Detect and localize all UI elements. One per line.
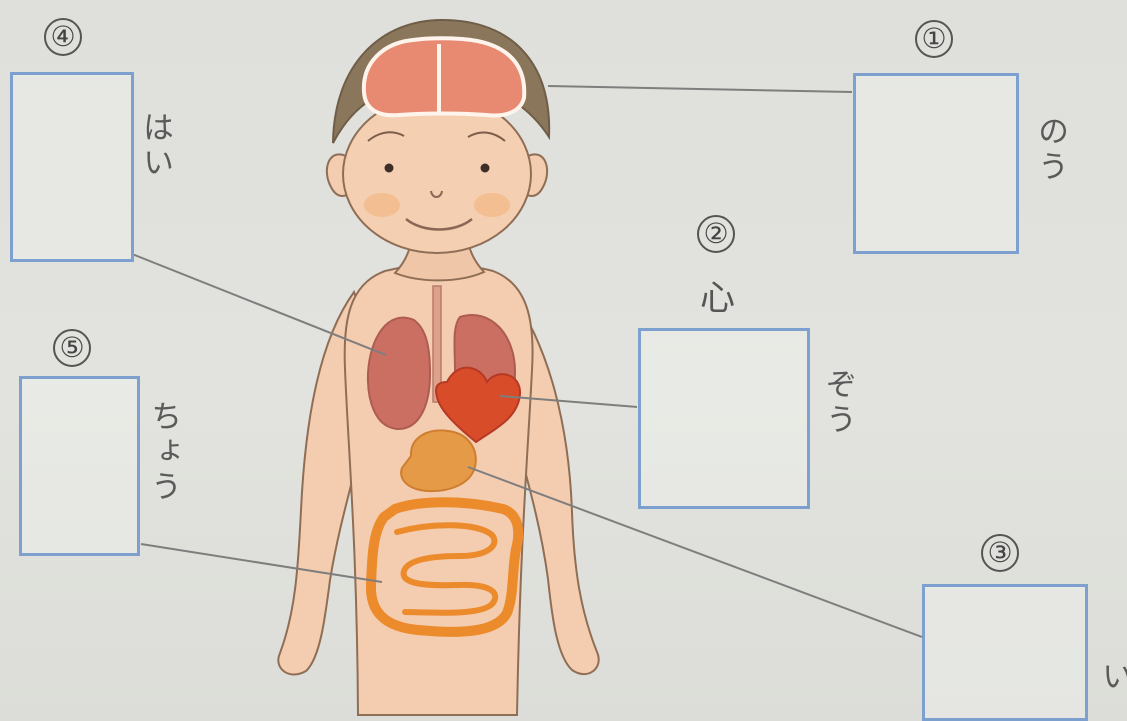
reading-3: い [1098, 660, 1127, 695]
answer-box-4[interactable] [10, 72, 134, 262]
answer-box-5[interactable] [19, 376, 140, 556]
reading-2: ぞう [822, 368, 853, 438]
brain [364, 38, 524, 115]
reading-4: はい [139, 111, 170, 181]
leader-line-brain [548, 86, 852, 92]
question-number-2: ② [697, 215, 735, 253]
reading-5: ちょう [147, 400, 178, 505]
reading-1: のう [1034, 115, 1065, 185]
child-figure [278, 20, 598, 715]
question-number-5: ⑤ [53, 329, 91, 367]
answer-box-1[interactable] [853, 73, 1019, 254]
left-eye [385, 164, 394, 173]
right-eye [481, 164, 490, 173]
left-cheek [364, 193, 400, 217]
question-number-4: ④ [44, 18, 82, 56]
leader-line-intestine [141, 544, 382, 582]
answer-box-2[interactable] [638, 328, 810, 509]
question-number-3: ③ [981, 534, 1019, 572]
answer-box-3[interactable] [922, 584, 1088, 721]
question-number-1: ① [915, 20, 953, 58]
kanji-prefix-2: 心 [700, 282, 735, 317]
right-cheek [474, 193, 510, 217]
